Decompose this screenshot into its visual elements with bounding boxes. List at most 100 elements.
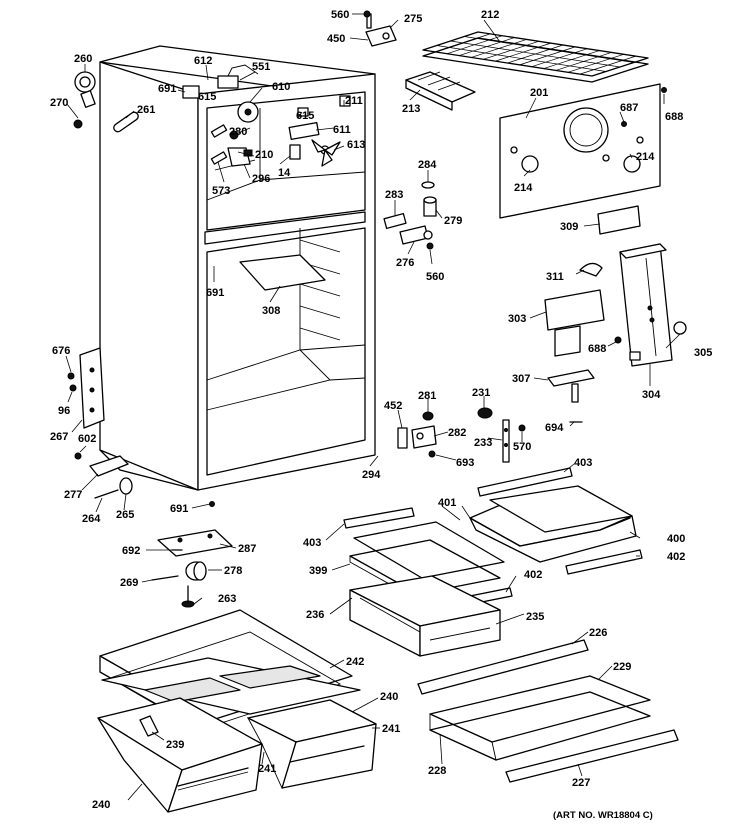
- label-229: 229: [613, 661, 631, 673]
- label-212: 212: [481, 9, 499, 21]
- label-260: 260: [74, 53, 92, 65]
- leg-263: [181, 585, 195, 608]
- label-452: 452: [384, 400, 402, 412]
- label-402a: 402: [667, 551, 685, 563]
- screw-688b: [614, 336, 622, 344]
- roller-278: [185, 561, 207, 581]
- label-281: 281: [418, 390, 436, 402]
- label-692: 692: [122, 545, 140, 557]
- screw-560b: [426, 242, 434, 250]
- label-693: 693: [456, 457, 474, 469]
- label-278: 278: [224, 565, 242, 577]
- label-688b: 688: [588, 343, 606, 355]
- shelf-308: [239, 254, 326, 291]
- label-309: 309: [560, 221, 578, 233]
- crisper-frame: [101, 657, 361, 715]
- label-242: 242: [346, 656, 364, 668]
- label-613: 613: [347, 139, 365, 151]
- leader-lines: [65, 13, 681, 801]
- shelf-rail-403-left: [343, 507, 415, 529]
- label-307: 307: [512, 373, 530, 385]
- screw-691c: [209, 501, 215, 507]
- bracket-276: [399, 225, 433, 245]
- label-612: 612: [194, 55, 212, 67]
- label-296: 296: [252, 173, 270, 185]
- label-403a: 403: [574, 457, 592, 469]
- label-402b: 402: [524, 569, 542, 581]
- label-308: 308: [262, 305, 280, 317]
- control-assembly: [182, 64, 351, 167]
- bracket-282: [411, 425, 437, 449]
- label-233: 233: [474, 437, 492, 449]
- label-450: 450: [327, 33, 345, 45]
- label-228: 228: [428, 765, 446, 777]
- label-294: 294: [362, 469, 381, 481]
- evaporator-cover-201: [499, 83, 667, 219]
- label-275: 275: [404, 13, 422, 25]
- label-264: 264: [82, 513, 101, 525]
- label-96: 96: [58, 405, 70, 417]
- label-400: 400: [667, 533, 685, 545]
- label-687: 687: [620, 102, 638, 114]
- shelf-rail-226: [417, 639, 589, 695]
- hinge-275: [365, 13, 397, 47]
- label-201: 201: [530, 87, 548, 99]
- spring-231: [477, 407, 493, 419]
- label-235: 235: [526, 611, 544, 623]
- rail-233: [502, 419, 510, 463]
- grille-309: [597, 205, 641, 235]
- crisper-drawer-236: [349, 575, 501, 657]
- label-573: 573: [212, 185, 230, 197]
- screw-602: [74, 452, 82, 460]
- label-241b: 241: [258, 763, 276, 775]
- label-210: 210: [255, 149, 273, 161]
- label-279: 279: [444, 215, 462, 227]
- part-labels: 560 275 212 450 260 612 551 691 615 610 …: [50, 9, 712, 811]
- glass-shelf-400: [469, 485, 637, 563]
- label-688a: 688: [665, 111, 683, 123]
- label-691b: 691: [206, 287, 224, 299]
- crisper-pan-240-front: [97, 697, 263, 813]
- label-303: 303: [508, 313, 526, 325]
- damper-279: [423, 196, 437, 217]
- label-269: 269: [120, 577, 138, 589]
- label-265: 265: [116, 509, 134, 521]
- shelf-rail-403-right: [477, 467, 573, 497]
- wire-shelf-212: [422, 31, 649, 83]
- hinge-bracket-267: [79, 347, 105, 429]
- fan-blade-613: [311, 139, 341, 167]
- label-283: 283: [385, 189, 403, 201]
- screw-96: [69, 384, 77, 392]
- shelf-rail-227: [505, 729, 679, 783]
- label-570: 570: [513, 441, 531, 453]
- label-615a: 615: [198, 91, 216, 103]
- leveling-leg-264-265: [94, 477, 133, 499]
- roller-bracket-287: [157, 529, 233, 557]
- knob-305: [673, 321, 687, 335]
- screw-570: [518, 424, 526, 432]
- shelf-rail-402-right: [565, 549, 643, 575]
- tube-261: [113, 111, 139, 133]
- label-615b: 615: [296, 110, 314, 122]
- thermostat-knob-260: [74, 71, 96, 108]
- label-211: 211: [345, 95, 363, 107]
- label-304: 304: [642, 389, 661, 401]
- damper-control-303: [544, 289, 605, 357]
- label-551: 551: [252, 61, 270, 73]
- label-287: 287: [238, 543, 256, 555]
- bracket-452: [397, 427, 408, 449]
- label-240b: 240: [92, 799, 110, 811]
- cam-311: [579, 262, 603, 277]
- label-280: 280: [229, 126, 247, 138]
- screw-676: [67, 372, 75, 380]
- label-267: 267: [50, 431, 68, 443]
- screw-269: [151, 575, 179, 581]
- grommet-281: [422, 411, 434, 421]
- grommet-284: [421, 181, 435, 189]
- screw-270: [73, 119, 83, 129]
- label-240a: 240: [380, 691, 398, 703]
- label-231: 231: [472, 387, 490, 399]
- label-214b: 214: [514, 182, 533, 194]
- label-691a: 691: [158, 83, 176, 95]
